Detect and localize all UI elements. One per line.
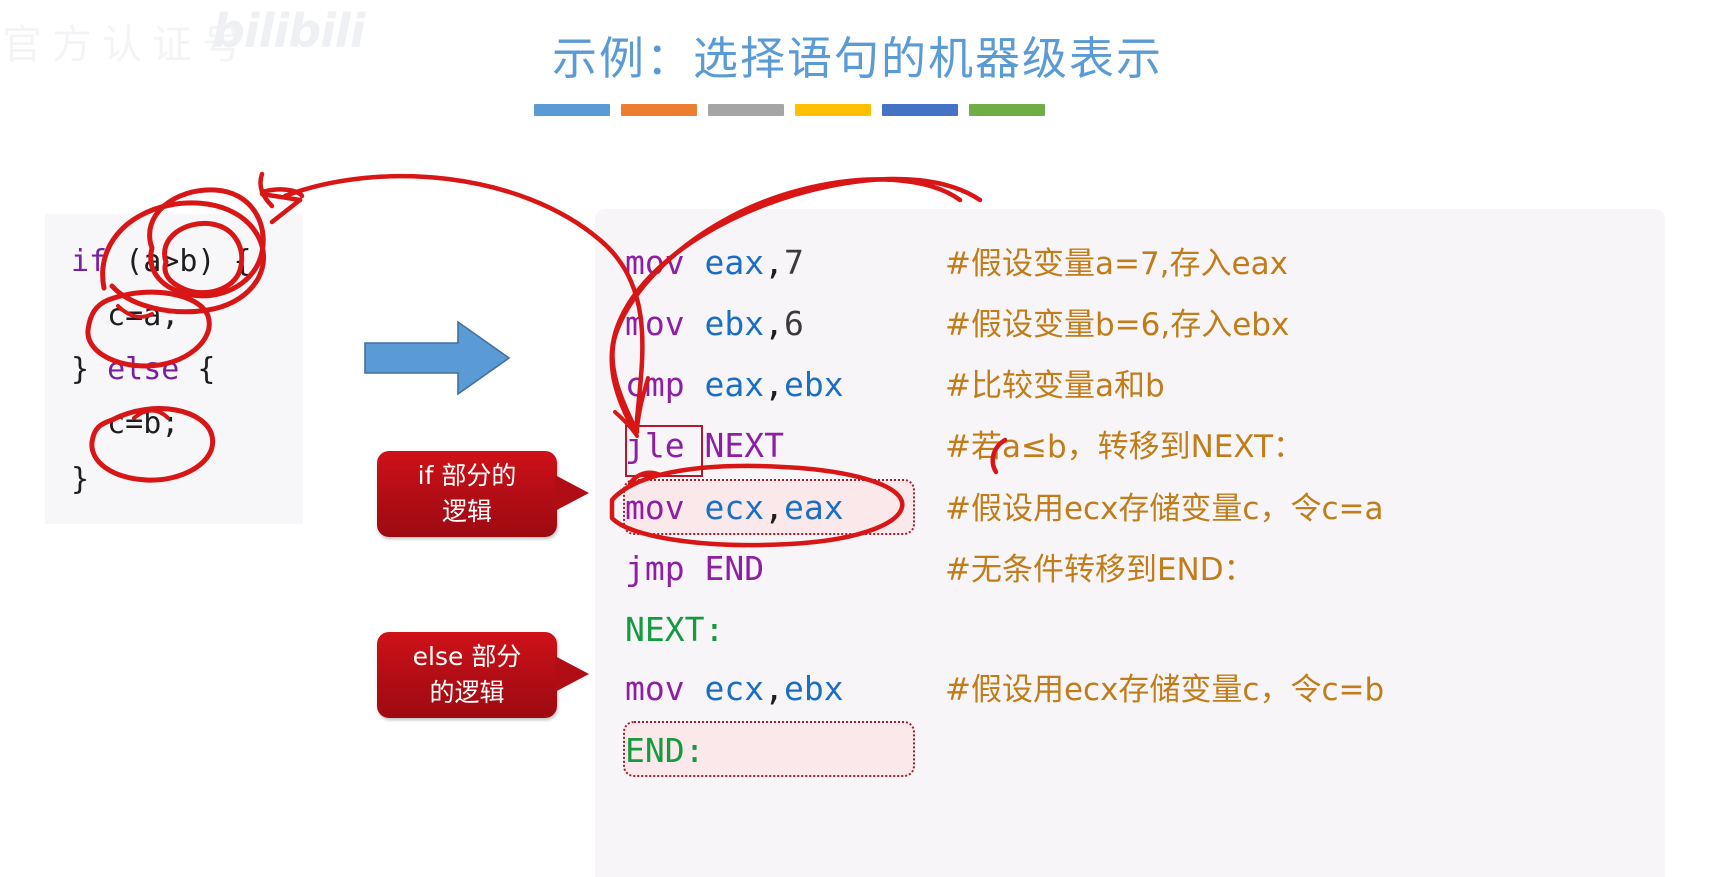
callout-if-label: if 部分的 逻辑 <box>417 461 517 526</box>
c-code-line-assign-b: c=b; <box>71 406 180 441</box>
callout-else-pointer <box>555 656 589 692</box>
asm-instruction: mov ebx,6 <box>625 302 804 346</box>
asm-operand-immediate: 6 <box>783 304 804 343</box>
asm-space <box>685 549 705 588</box>
c-code-line-if: if (a>b) { <box>71 244 252 279</box>
asm-space <box>685 488 705 527</box>
callout-if-pointer <box>555 475 589 511</box>
c-brace-close: } <box>71 352 108 387</box>
asm-mnemonic: mov <box>625 304 685 343</box>
c-code-line-else: } else { <box>71 352 216 387</box>
asm-jump-target: NEXT <box>704 426 784 465</box>
title-bar-5 <box>882 104 958 116</box>
asm-comma: , <box>764 669 784 708</box>
asm-mnemonic: mov <box>625 488 685 527</box>
assembly-code-panel: mov eax,7 #假设变量a=7,存入eax mov ebx,6 #假设变量… <box>595 209 1665 877</box>
asm-space <box>685 243 705 282</box>
title-bar-2 <box>621 104 697 116</box>
asm-comment: #假设用ecx存储变量c，令c=b <box>945 672 1385 708</box>
c-code-condition: (a>b) { <box>107 244 252 279</box>
asm-operand-register: eax <box>704 365 765 404</box>
asm-operand-immediate: 7 <box>783 243 804 282</box>
asm-comma: , <box>764 243 784 282</box>
asm-comment: #若a≤b，转移到NEXT： <box>945 429 1305 465</box>
asm-row: mov ecx,ebx #假设用ecx存储变量c，令c=b <box>595 661 1665 717</box>
asm-comma: , <box>764 365 784 404</box>
asm-operand-register-2: ebx <box>783 669 844 708</box>
asm-instruction: mov ecx,ebx <box>625 667 844 711</box>
callout-else-label: else 部分 的逻辑 <box>412 642 522 707</box>
ink-arrowhead <box>259 187 305 199</box>
asm-mnemonic: cmp <box>625 365 685 404</box>
page-title: 示例：选择语句的机器级表示 <box>551 32 1163 85</box>
asm-operand-register: ebx <box>704 304 765 343</box>
c-source-code-block: if (a>b) { c=a; } else { c=b; } <box>45 214 303 524</box>
highlight-else-branch <box>623 721 915 777</box>
asm-row: END: <box>595 723 1665 779</box>
asm-label-text: END: <box>625 731 705 770</box>
title-bar-4 <box>795 104 871 116</box>
asm-row: mov ebx,6 #假设变量b=6,存入ebx <box>595 296 1665 352</box>
title-bar-6 <box>969 104 1045 116</box>
callout-if-logic: if 部分的 逻辑 <box>377 451 589 537</box>
asm-comma: , <box>764 488 784 527</box>
asm-instruction: mov eax,7 <box>625 241 804 285</box>
asm-label-end: END: <box>625 729 704 773</box>
asm-mnemonic: jmp <box>625 549 685 588</box>
asm-space <box>685 304 705 343</box>
asm-row: cmp eax,ebx #比较变量a和b <box>595 357 1665 413</box>
blue-transform-arrow <box>364 320 511 396</box>
asm-row: jmp END #无条件转移到END： <box>595 541 1665 597</box>
asm-row: mov eax,7 #假设变量a=7,存入eax <box>595 235 1665 291</box>
asm-comment: #假设用ecx存储变量c，令c=a <box>945 491 1384 527</box>
asm-label-next: NEXT: <box>625 608 724 652</box>
asm-operand-register-2: ebx <box>783 365 844 404</box>
ink-arrowhead-v1 <box>259 191 303 203</box>
asm-row: jle NEXT #若a≤b，转移到NEXT： <box>595 418 1665 474</box>
c-keyword-else: else <box>107 352 180 387</box>
ink-arrowhead-stem <box>258 171 275 209</box>
asm-mnemonic: mov <box>625 669 685 708</box>
title-bar-1 <box>534 104 610 116</box>
asm-jump-target: END <box>704 549 765 588</box>
asm-comment: #比较变量a和b <box>945 368 1165 404</box>
asm-instruction: cmp eax,ebx <box>625 363 844 407</box>
title-bar-3 <box>708 104 784 116</box>
asm-instruction: jmp END <box>625 547 764 591</box>
asm-operand-register: eax <box>704 243 765 282</box>
asm-comment: #无条件转移到END： <box>945 552 1255 588</box>
asm-space <box>685 426 705 465</box>
c-code-line-assign-a: c=a; <box>71 298 180 333</box>
c-keyword-if: if <box>71 244 108 279</box>
asm-operand-register: ecx <box>704 669 765 708</box>
asm-label-text: NEXT: <box>625 610 725 649</box>
asm-comment: #假设变量a=7,存入eax <box>945 246 1288 282</box>
asm-row: NEXT: <box>595 602 1665 658</box>
asm-comment: #假设变量b=6,存入ebx <box>945 307 1290 343</box>
c-code-line-end-brace: } <box>71 462 90 497</box>
asm-space <box>685 669 705 708</box>
title-underline-bars <box>534 104 1045 116</box>
asm-comma: , <box>764 304 784 343</box>
asm-mnemonic-jle: jle <box>625 426 685 465</box>
asm-instruction: jle NEXT <box>625 424 784 468</box>
asm-row: mov ecx,eax #假设用ecx存储变量c，令c=a <box>595 480 1665 536</box>
asm-operand-register-2: eax <box>783 488 844 527</box>
asm-operand-register: ecx <box>704 488 765 527</box>
asm-instruction: mov ecx,eax <box>625 486 844 530</box>
callout-else-logic: else 部分 的逻辑 <box>377 632 589 718</box>
c-brace-open: { <box>179 352 216 387</box>
asm-mnemonic: mov <box>625 243 685 282</box>
asm-space <box>685 365 705 404</box>
